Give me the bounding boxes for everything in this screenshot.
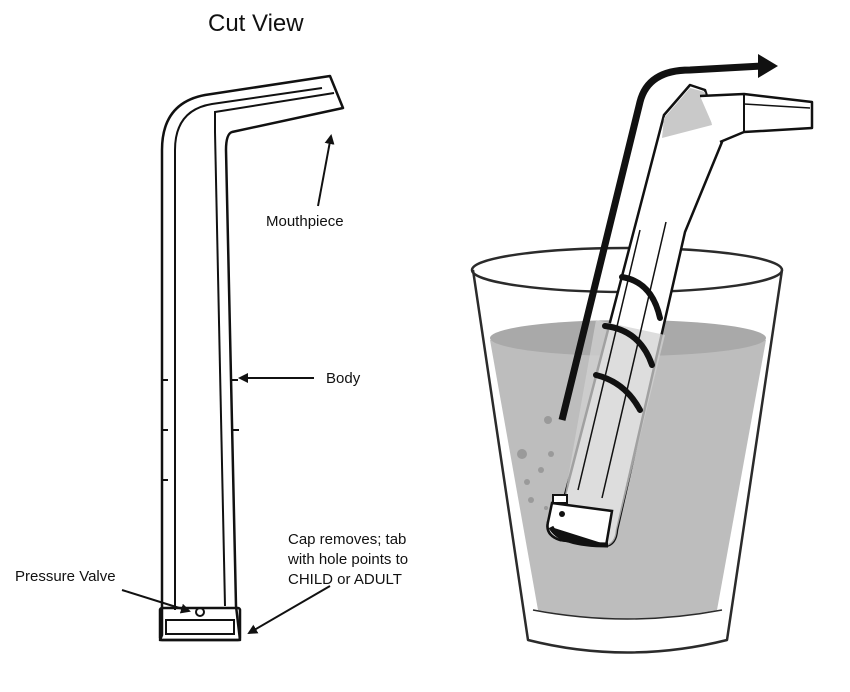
mouthpiece-inner-wall: [214, 92, 335, 132]
spacer-shading: [662, 88, 712, 138]
body-inner-right-wall: [214, 131, 226, 607]
baffle-arcs: [593, 274, 663, 413]
airflow-arrow: [558, 62, 763, 421]
airflow-arrowhead: [758, 54, 778, 78]
pressure-valve-label: Pressure Valve: [15, 568, 116, 585]
mouthpiece-label: Mouthpiece: [266, 213, 344, 230]
cap: [158, 606, 242, 642]
glass-base-inner: [532, 609, 723, 620]
cap-description-line: CHILD or ADULT: [288, 571, 402, 588]
body-notches: [162, 379, 239, 481]
diagram-title: Cut View: [208, 10, 304, 37]
mouthpiece-arrow: [317, 134, 335, 207]
pressure-valve-hole: [195, 607, 205, 617]
callout-arrows: [121, 134, 335, 635]
spacer-water-tint: [547, 320, 665, 546]
cut-view-spacer: [158, 74, 345, 642]
glass-illustration: [470, 54, 814, 654]
pressure-valve-arrow: [121, 589, 191, 614]
cap-description-line: with hole points to: [288, 551, 409, 568]
body-label: Body: [326, 370, 361, 387]
glass-walls: [471, 269, 784, 654]
spacer-body-outline: [158, 74, 345, 642]
cap-arrow: [247, 585, 331, 635]
bubbles: [517, 416, 554, 510]
cap-inner: [165, 619, 235, 635]
cap-description: Cap removes; tab with hole points to CHI…: [288, 530, 438, 590]
spacer-inner-wall: [174, 87, 323, 610]
cap-description-line: Cap removes; tab: [288, 531, 407, 548]
